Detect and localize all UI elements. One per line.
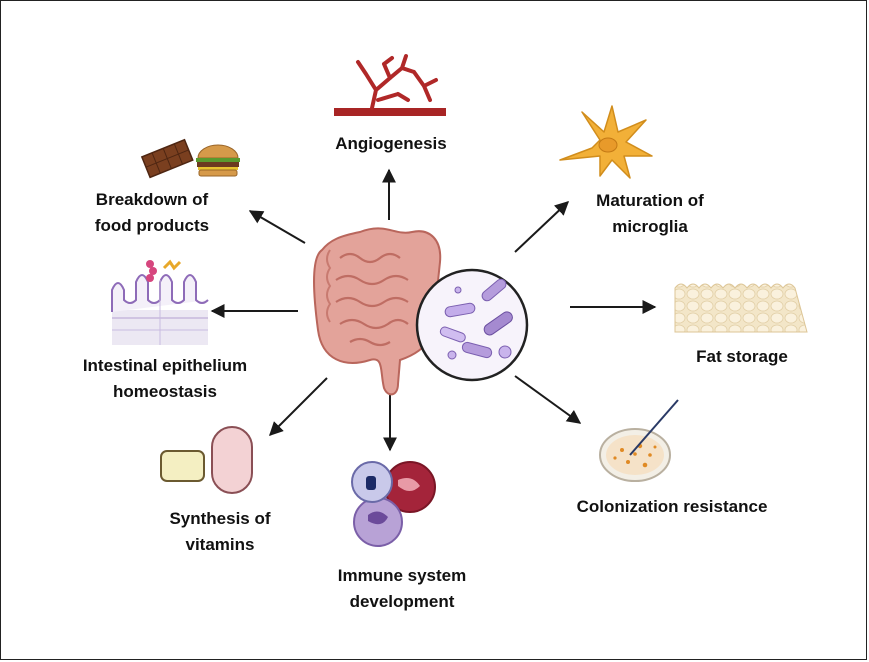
burger-icon bbox=[196, 144, 240, 177]
fat-text: Fat storage bbox=[696, 347, 788, 366]
bacteria-magnifier-icon bbox=[415, 268, 529, 382]
epithelium-line-2: homeostasis bbox=[113, 382, 217, 401]
arrow-colonization bbox=[514, 375, 582, 424]
vitamins-line-1: Synthesis of bbox=[169, 509, 271, 528]
colonization-text: Colonization resistance bbox=[576, 497, 768, 516]
label-angiogenesis: Angiogenesis bbox=[320, 131, 462, 157]
immune-line-2: development bbox=[349, 592, 455, 611]
food-line-1: Breakdown of bbox=[95, 190, 209, 209]
arrow-microglia bbox=[514, 201, 570, 253]
label-microglia: Maturation of microglia bbox=[580, 188, 720, 240]
angiogenesis-text: Angiogenesis bbox=[335, 134, 447, 153]
label-immune: Immune system development bbox=[322, 563, 482, 615]
microglia-icon bbox=[559, 105, 653, 179]
blood-vessel-icon bbox=[334, 54, 446, 116]
petri-dish-icon bbox=[599, 399, 679, 482]
label-vitamins: Synthesis of vitamins bbox=[150, 506, 290, 558]
adipose-tissue-icon bbox=[674, 283, 808, 333]
chocolate-icon bbox=[140, 138, 194, 179]
label-fat-storage: Fat storage bbox=[672, 344, 812, 370]
microglia-line-2: microglia bbox=[612, 217, 688, 236]
label-breakdown-food: Breakdown of food products bbox=[72, 187, 232, 239]
epithelium-line-1: Intestinal epithelium bbox=[82, 356, 248, 375]
immune-line-1: Immune system bbox=[337, 566, 467, 585]
immune-cells-icon bbox=[351, 461, 436, 547]
label-colonization: Colonization resistance bbox=[552, 494, 792, 520]
vitamins-line-2: vitamins bbox=[185, 535, 255, 554]
food-line-2: food products bbox=[94, 216, 210, 235]
microglia-line-1: Maturation of bbox=[596, 191, 704, 210]
label-epithelium: Intestinal epithelium homeostasis bbox=[60, 353, 270, 405]
gut-icon bbox=[313, 227, 442, 396]
arrow-vitamins bbox=[269, 377, 328, 436]
vitamin-capsule-icon bbox=[160, 426, 253, 494]
arrows bbox=[210, 168, 657, 452]
arrow-food bbox=[248, 210, 306, 244]
villi-icon bbox=[111, 259, 209, 345]
